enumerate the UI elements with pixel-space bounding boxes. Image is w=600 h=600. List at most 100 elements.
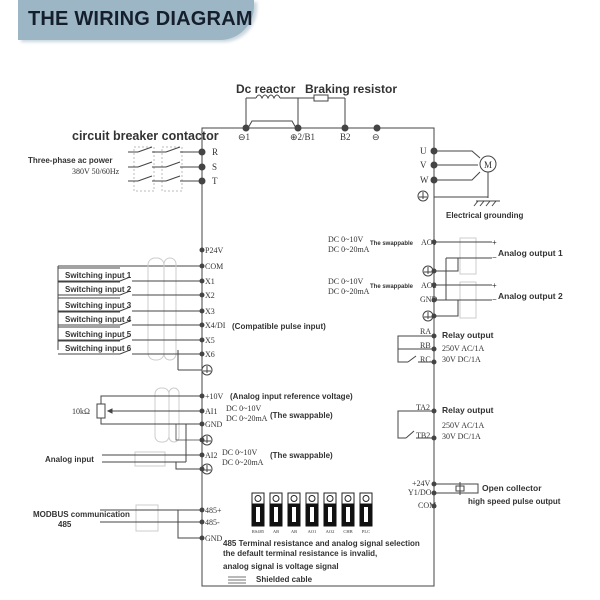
- dc-reactor-label: Dc reactor: [236, 82, 296, 96]
- modbus-label: MODBUS communication: [33, 510, 130, 519]
- relay2-spec-dc: 30V DC/1A: [442, 432, 481, 441]
- dip-switch[interactable]: RS485: [251, 492, 265, 534]
- title-banner: THE WIRING DIAGRAM: [18, 0, 254, 40]
- terminal-y1-do: Y1/DO: [408, 488, 432, 497]
- relay1-spec-dc: 30V DC/1A: [442, 355, 481, 364]
- terminal-rb: RB: [420, 341, 431, 350]
- analog-output-2-label: Analog output 2: [498, 291, 563, 301]
- terminal-plus2-b1: ⊕2/B1: [290, 132, 315, 142]
- ground-label: Electrical grounding: [446, 211, 523, 220]
- switching-input-row: Switching input 6X6: [58, 340, 215, 359]
- ao2-swappable: The swappable: [370, 284, 414, 290]
- ground-terminal-icon: [417, 190, 429, 202]
- pulse-output-label: high speed pulse output: [468, 497, 561, 506]
- braking-resistor-label: Braking resistor: [305, 82, 397, 96]
- relay1-group: RA RB RC Relay output 250V AC/1A 30V DC/…: [397, 327, 494, 365]
- analog-outputs-group: DC 0~10V DC 0~20mA The swappable AO1 DC …: [328, 235, 563, 322]
- terminal-tb2: TB2: [416, 431, 430, 440]
- dip-switch-label: AO2: [326, 529, 335, 534]
- terminal-v: V: [420, 160, 427, 170]
- switching-input-label: Switching input 6: [65, 344, 132, 353]
- analog-input-label: Analog input: [45, 455, 94, 464]
- terminal-ai1: AI1: [205, 407, 217, 416]
- switching-input-label: Switching input 4: [65, 315, 132, 324]
- switching-input-row: Switching input 3X3: [58, 297, 215, 316]
- ai1-range-ma: DC 0~20mA: [226, 414, 268, 423]
- note-line2: the default terminal resistance is inval…: [223, 549, 377, 558]
- switching-input-label: Switching input 1: [65, 271, 132, 280]
- terminal-x1: X1: [205, 277, 215, 286]
- terminal-ao-gnd: GND: [420, 295, 438, 304]
- switching-input-row: Switching input 5X5: [58, 326, 215, 345]
- terminal-x3: X3: [205, 307, 215, 316]
- switch-icon: [119, 290, 131, 296]
- svg-text:+: +: [492, 281, 497, 290]
- dip-switch[interactable]: AB: [287, 492, 301, 534]
- switch-icon: [119, 306, 131, 312]
- shielded-cable-label: Shielded cable: [256, 575, 313, 584]
- ai1-range-v: DC 0~10V: [226, 404, 261, 413]
- motor-symbol: M: [484, 160, 492, 170]
- terminal-s: S: [212, 162, 217, 172]
- relay1-spec-ac: 250V AC/1A: [442, 344, 485, 353]
- ground-terminal-icon: [201, 463, 213, 475]
- terminal-ra: RA: [420, 327, 431, 336]
- motor-group: U V W M Electrical grounding: [417, 146, 523, 220]
- shielded-cable-legend: Shielded cable: [228, 575, 313, 584]
- x4-note: (Compatible pulse input): [232, 322, 326, 331]
- open-collector-group: +24V Y1/DO COM Open collector high speed…: [408, 479, 561, 510]
- switching-input-row: Switching input 4X4/DI: [58, 311, 226, 330]
- terminal-485-gnd: GND: [205, 534, 223, 543]
- dip-switch[interactable]: PLC: [359, 492, 373, 534]
- relay2-group: TA2 TB2 Relay output 250V AC/1A 30V DC/1…: [397, 403, 494, 441]
- page-title: THE WIRING DIAGRAM: [28, 8, 253, 30]
- dip-switch[interactable]: AO2: [323, 492, 337, 534]
- ref-note: (Analog input reference voltage): [230, 392, 353, 401]
- ground-terminal-icon: [201, 364, 213, 376]
- switch-icon: [119, 320, 131, 326]
- terminal-ai-gnd: GND: [205, 420, 223, 429]
- dc-reactor-group: Dc reactor Braking resistor ⊖1 ⊕2/B1 B2 …: [236, 82, 397, 142]
- terminal-oc-com: COM: [418, 501, 436, 510]
- dip-switch-label: AB: [291, 529, 297, 534]
- ao2-range-ma: DC 0~20mA: [328, 287, 370, 296]
- terminal-ao2: AO2: [421, 281, 437, 290]
- dip-switch-label: RS485: [252, 529, 265, 534]
- dip-switch[interactable]: AO1: [305, 492, 319, 534]
- terminal-t: T: [212, 176, 218, 186]
- ai2-range-ma: DC 0~20mA: [222, 458, 264, 467]
- terminal-10v: +10V: [205, 392, 224, 401]
- svg-text:−: −: [492, 295, 497, 304]
- modbus-group: MODBUS communication 485 485+ 485- GND: [33, 504, 223, 543]
- relay2-label: Relay output: [442, 405, 494, 415]
- pot-label: 10kΩ: [72, 407, 90, 416]
- terminal-r: R: [212, 147, 218, 157]
- analog-output-1-label: Analog output 1: [498, 248, 563, 258]
- analog-inputs-group: +10V (Analog input reference voltage) AI…: [45, 387, 353, 475]
- dip-switch[interactable]: CHB: [341, 492, 355, 534]
- ao1-swappable: The swappable: [370, 241, 414, 247]
- inverter-body: [201, 127, 435, 587]
- ai2-swappable: (The swappable): [270, 451, 333, 460]
- terminal-p24v: P24V: [205, 246, 223, 255]
- terminal-24v: +24V: [412, 479, 431, 488]
- power-input-group: circuit breaker contactor Three-phase ac…: [28, 129, 219, 192]
- switching-input-label: Switching input 2: [65, 285, 132, 294]
- ground-terminal-icon: [422, 310, 434, 322]
- terminal-x2: X2: [205, 291, 215, 300]
- ai1-swappable: (The swappable): [270, 411, 333, 420]
- terminal-minus: ⊖: [372, 132, 380, 142]
- open-collector-label: Open collector: [482, 483, 542, 493]
- terminal-b2: B2: [340, 132, 351, 142]
- terminal-ta2: TA2: [416, 403, 430, 412]
- dip-switch[interactable]: AB: [269, 492, 283, 534]
- supply-label: Three-phase ac power: [28, 156, 112, 165]
- switch-icon: [119, 335, 131, 341]
- svg-text:−: −: [492, 253, 497, 262]
- supply-spec: 380V 50/60Hz: [72, 167, 120, 176]
- terminal-rc: RC: [420, 355, 431, 364]
- note-line1: 485 Terminal resistance and analog signa…: [223, 539, 420, 548]
- ground-icon: [473, 200, 500, 207]
